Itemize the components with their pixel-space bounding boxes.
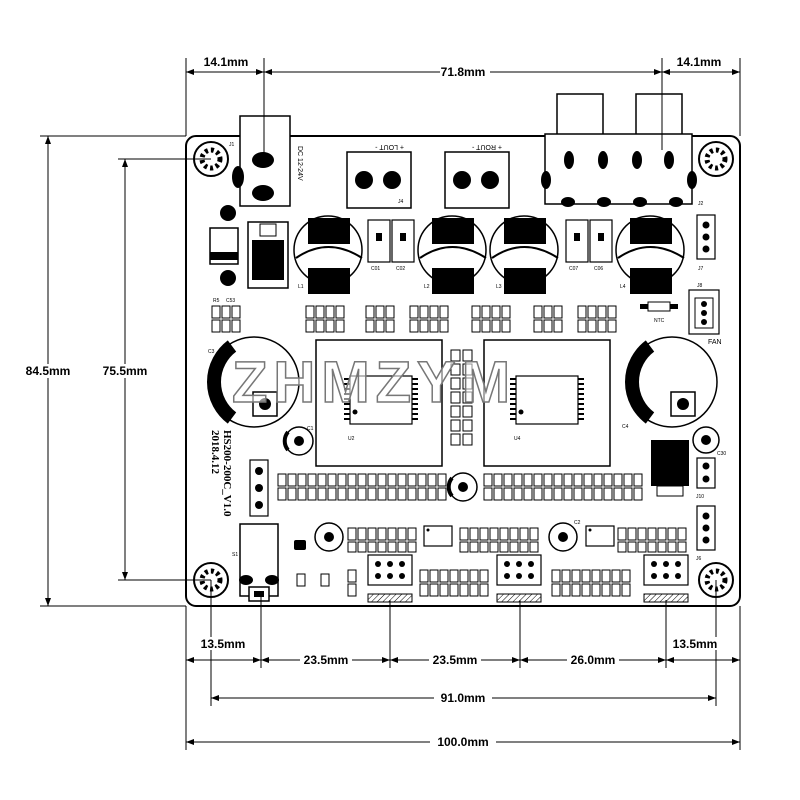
board-model-label: HS200-200C_V1.0 bbox=[221, 430, 233, 517]
dim-left-outer: 84.5mm bbox=[26, 364, 71, 378]
amplifier-ic-u2 bbox=[315, 339, 443, 467]
led-indicator bbox=[294, 540, 306, 550]
dim-top-right: 14.1mm bbox=[677, 55, 722, 69]
volume-pot-connector bbox=[367, 554, 413, 603]
voltage-regulator bbox=[247, 221, 289, 289]
j8-label: J8 bbox=[697, 283, 703, 289]
small-cap-c30 bbox=[692, 426, 720, 454]
power-transistor bbox=[651, 440, 689, 497]
header-j3 bbox=[249, 459, 269, 517]
ntc-label: NTC bbox=[654, 318, 665, 324]
film-caps-right bbox=[565, 219, 613, 263]
c02-label: C02 bbox=[396, 266, 405, 272]
c30-label: C30 bbox=[717, 451, 726, 457]
dim-top-middle: 71.8mm bbox=[441, 65, 486, 79]
bass-pot-connector bbox=[643, 554, 689, 603]
audio-input-jack bbox=[541, 93, 697, 207]
smd-pads-row-3 bbox=[347, 527, 687, 597]
inductor-l1 bbox=[293, 215, 363, 294]
c06-label: C06 bbox=[594, 266, 603, 272]
dim-bottom-seg3: 23.5mm bbox=[433, 653, 478, 667]
l4-label: L4 bbox=[620, 284, 626, 290]
lout-label: + LOUT - bbox=[374, 143, 404, 150]
rout-label: + ROUT - bbox=[471, 143, 502, 150]
right-output-terminal bbox=[444, 151, 510, 209]
smd-pads-row-1 bbox=[211, 305, 617, 333]
smd-pads-left-bottom bbox=[296, 573, 330, 587]
amplifier-ic-u4 bbox=[483, 339, 611, 467]
u2-label: U2 bbox=[348, 436, 355, 442]
dim-bottom-total: 100.0mm bbox=[437, 735, 488, 749]
c01-label: C01 bbox=[371, 266, 380, 272]
inductor-l2 bbox=[417, 215, 487, 294]
header-j10 bbox=[696, 457, 716, 489]
inductor-l4 bbox=[615, 215, 685, 294]
fan-label: FAN bbox=[708, 339, 722, 346]
dim-bottom-seg5: 13.5mm bbox=[673, 637, 718, 651]
treble-pot-connector bbox=[496, 554, 542, 603]
small-cap-c17 bbox=[314, 522, 344, 552]
j2-label: J2 bbox=[698, 201, 704, 207]
l1-label: L1 bbox=[298, 284, 304, 290]
j10-label: J10 bbox=[696, 494, 704, 500]
power-label: DC 12-24V bbox=[296, 146, 303, 181]
dim-bottom-seg1: 13.5mm bbox=[201, 637, 246, 651]
electrolytic-cap-c3 bbox=[207, 336, 300, 428]
inductor-l3 bbox=[489, 215, 559, 294]
fan-connector bbox=[688, 289, 720, 335]
board-date-label: 2018.4.12 bbox=[209, 430, 221, 475]
left-output-terminal bbox=[346, 151, 412, 209]
op-amp-u8 bbox=[585, 525, 615, 547]
dim-top-left: 14.1mm bbox=[204, 55, 249, 69]
small-cap-c2 bbox=[548, 522, 578, 552]
dim-bottom-mid: 91.0mm bbox=[441, 691, 486, 705]
r5-label: R5 bbox=[213, 298, 220, 304]
j1-label: J1 bbox=[229, 142, 235, 148]
diode bbox=[209, 205, 239, 286]
s1-label: S1 bbox=[232, 552, 238, 558]
c4-label: C4 bbox=[622, 424, 629, 430]
j6-label: J6 bbox=[696, 556, 702, 562]
u4-label: U4 bbox=[514, 436, 521, 442]
smd-pads-row-2 bbox=[277, 473, 643, 501]
j7-label: J7 bbox=[698, 266, 704, 272]
c2-label: C2 bbox=[574, 520, 581, 526]
c3-label: C3 bbox=[208, 349, 215, 355]
smd-pads-center-column bbox=[450, 349, 473, 446]
dim-left-inner: 75.5mm bbox=[103, 364, 148, 378]
header-j6 bbox=[696, 505, 716, 551]
ntc-resistor bbox=[640, 301, 678, 312]
dc-power-jack bbox=[232, 115, 291, 207]
l3-label: L3 bbox=[496, 284, 502, 290]
dimension-extension-lines bbox=[40, 58, 741, 750]
watermark: ZHMZYM bbox=[232, 350, 516, 415]
mounting-hole-top-right bbox=[698, 141, 734, 177]
c1-label: C1 bbox=[307, 426, 314, 432]
electrolytic-cap-c4 bbox=[625, 336, 718, 428]
l2-label: L2 bbox=[424, 284, 430, 290]
op-amp-u5 bbox=[423, 525, 453, 547]
power-switch bbox=[239, 523, 279, 602]
c07-label: C07 bbox=[569, 266, 578, 272]
j4-label: J4 bbox=[398, 199, 404, 205]
film-caps-left bbox=[367, 219, 415, 263]
c53-label: C53 bbox=[226, 298, 235, 304]
header-j7 bbox=[696, 214, 716, 260]
dim-bottom-seg2: 23.5mm bbox=[304, 653, 349, 667]
small-cap-center bbox=[446, 472, 478, 502]
dim-bottom-seg4: 26.0mm bbox=[571, 653, 616, 667]
small-cap-c1 bbox=[282, 426, 314, 456]
